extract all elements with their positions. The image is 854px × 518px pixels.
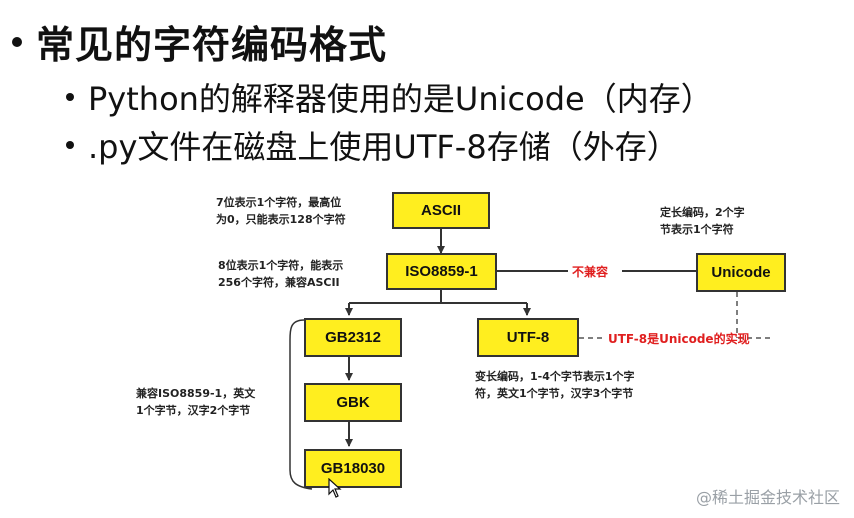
note-iso-line-1: 8位表示1个字符，能表示: [218, 259, 344, 272]
node-gb18030: GB18030: [304, 449, 402, 488]
note-utf8-line-1: 变长编码，1-4个字节表示1个字: [475, 370, 635, 383]
node-gbk: GBK: [304, 383, 402, 422]
note-utf8-line-2: 符，英文1个字节，汉字3个字节: [475, 387, 634, 400]
note-iso: 8位表示1个字符，能表示 256个字符，兼容ASCII: [218, 257, 343, 291]
note-ascii-line-1: 7位表示1个字符，最高位: [216, 196, 342, 209]
node-iso8859-1: ISO8859-1: [386, 253, 497, 290]
gb-family-bracket: [289, 319, 313, 490]
bullet-dot: [66, 93, 74, 101]
bullet-dot: [12, 36, 22, 47]
bullet-text-1: Python的解释器使用的是Unicode（内存）: [88, 80, 713, 118]
watermark: @稀土掘金技术社区: [695, 488, 840, 507]
node-utf8: UTF-8: [477, 318, 579, 357]
bullet-text-2: .py文件在磁盘上使用UTF-8存储（外存）: [88, 128, 679, 166]
label-utf8-implementation: UTF-8是Unicode的实现: [608, 332, 750, 346]
heading-bullet: 常见的字符编码格式: [12, 14, 387, 69]
heading-text: 常见的字符编码格式: [36, 23, 388, 67]
note-iso-line-2: 256个字符，兼容ASCII: [218, 276, 340, 289]
bullet-item-1: Python的解释器使用的是Unicode（内存）: [66, 74, 713, 120]
bullet-dot: [66, 141, 74, 149]
bullet-item-2: .py文件在磁盘上使用UTF-8存储（外存）: [66, 122, 679, 168]
note-gbk-line-2: 1个字节，汉字2个字节: [136, 404, 251, 417]
label-incompatible: 不兼容: [572, 265, 609, 279]
note-ascii: 7位表示1个字符，最高位 为0，只能表示128个字符: [216, 194, 346, 228]
note-ascii-line-2: 为0，只能表示128个字符: [216, 213, 346, 226]
note-unicode-line-2: 节表示1个字符: [660, 223, 734, 236]
mouse-cursor-icon: [328, 478, 342, 498]
note-gbk: 兼容ISO8859-1，英文 1个字节，汉字2个字节: [136, 385, 255, 419]
note-utf8: 变长编码，1-4个字节表示1个字 符，英文1个字节，汉字3个字节: [475, 368, 635, 402]
note-unicode: 定长编码，2个字 节表示1个字符: [660, 204, 745, 238]
node-unicode: Unicode: [696, 253, 786, 292]
note-gbk-line-1: 兼容ISO8859-1，英文: [136, 387, 256, 400]
node-ascii: ASCII: [392, 192, 490, 229]
note-unicode-line-1: 定长编码，2个字: [660, 206, 745, 219]
node-gb2312: GB2312: [304, 318, 402, 357]
